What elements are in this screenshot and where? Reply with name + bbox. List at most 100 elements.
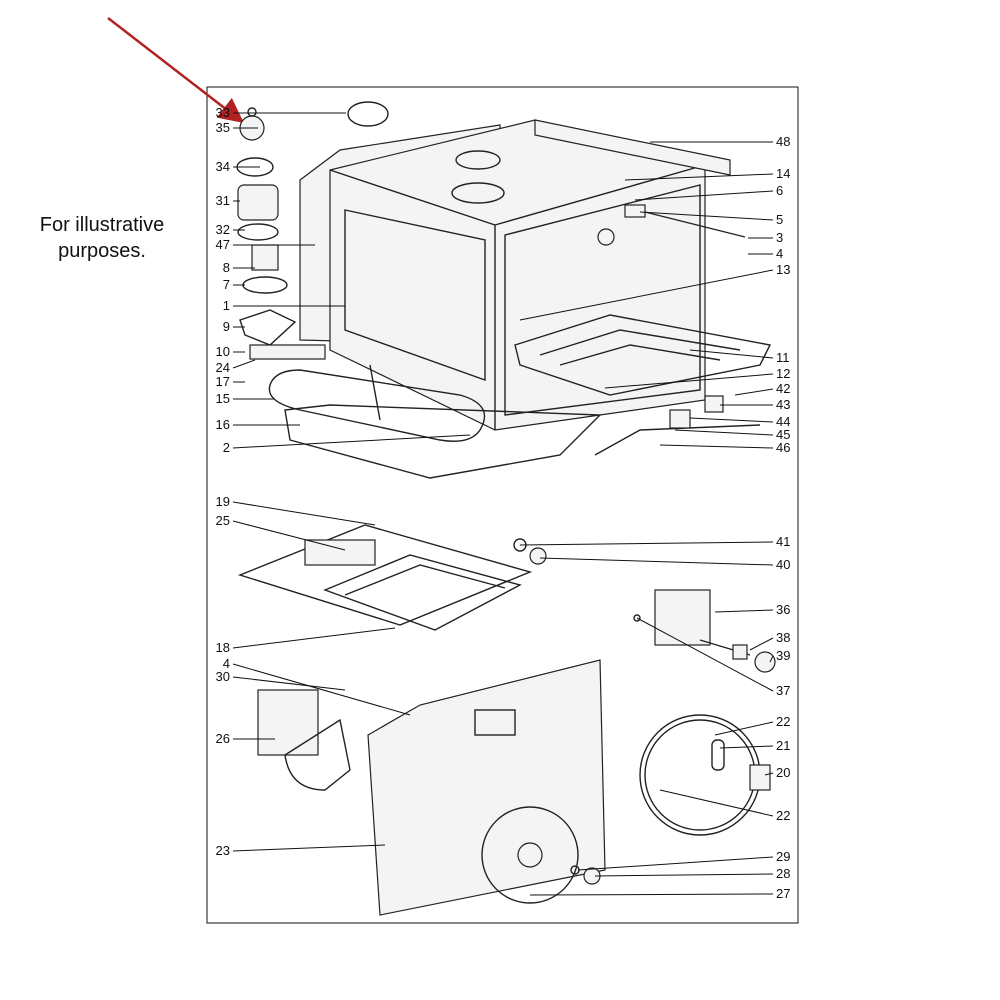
callout-left-2: 34	[216, 159, 230, 174]
lamp-bulb	[247, 107, 257, 117]
leader-right-23	[659, 789, 774, 817]
top-element-loop	[539, 329, 741, 356]
leader-right-21	[719, 745, 774, 749]
callout-right-17: 38	[776, 630, 790, 645]
bottom-plate	[284, 404, 602, 479]
mounting-plate	[239, 309, 297, 346]
callout-left-8: 1	[223, 298, 230, 313]
leader-right-20	[714, 721, 774, 736]
circular-element-inner	[644, 719, 756, 831]
lamp-lens	[529, 547, 547, 565]
callout-right-13: 46	[776, 440, 790, 455]
callout-right-26: 27	[776, 886, 790, 901]
leader-right-9	[734, 388, 774, 396]
grill-element-loop	[344, 564, 506, 596]
leader-left-19	[232, 663, 411, 716]
top-hole-2	[451, 182, 505, 204]
callout-left-0: 33	[216, 105, 230, 120]
callout-right-23: 22	[776, 808, 790, 823]
motor-housing	[284, 718, 351, 791]
circular-element	[639, 714, 761, 836]
side-panel	[344, 209, 486, 381]
callout-left-22: 23	[216, 843, 230, 858]
callout-right-20: 22	[776, 714, 790, 729]
leader-right-24	[577, 856, 774, 871]
callout-left-7: 7	[223, 277, 230, 292]
callout-left-10: 10	[216, 344, 230, 359]
callout-right-12: 45	[776, 427, 790, 442]
callout-right-0: 48	[776, 134, 790, 149]
leader-right-11	[689, 417, 774, 423]
callout-left-1: 35	[216, 120, 230, 135]
grill-plate	[237, 524, 533, 626]
ring-seal	[347, 101, 389, 127]
leader-right-1	[624, 173, 774, 181]
holder-ring	[237, 223, 279, 241]
leader-right-15	[539, 557, 774, 566]
callout-right-24: 29	[776, 849, 790, 864]
callout-right-15: 40	[776, 557, 790, 572]
thermostat-group	[633, 589, 776, 673]
leader-left-17	[232, 520, 346, 551]
leader-right-18	[769, 655, 774, 663]
terminal-block	[624, 204, 646, 218]
top-element	[514, 314, 772, 396]
diagram-border	[206, 86, 799, 924]
leader-left-16	[232, 501, 376, 526]
callout-right-11: 44	[776, 414, 790, 429]
callout-right-6: 13	[776, 262, 790, 277]
callout-right-18: 39	[776, 648, 790, 663]
top-hole-1	[455, 150, 501, 170]
leader-lines	[232, 112, 774, 896]
callout-right-4: 3	[776, 230, 783, 245]
callout-right-25: 28	[776, 866, 790, 881]
callout-left-19: 4	[223, 656, 230, 671]
fan-blade	[481, 806, 579, 904]
leader-right-19	[636, 617, 774, 692]
callout-left-6: 8	[223, 260, 230, 275]
callout-left-16: 19	[216, 494, 230, 509]
probe-wire	[594, 424, 761, 456]
element-terminal	[749, 764, 771, 791]
leader-left-20	[232, 676, 346, 691]
probe-bracket	[669, 409, 691, 429]
back-panel	[367, 659, 606, 916]
thermostat-screw	[633, 614, 641, 622]
callout-left-14: 16	[216, 417, 230, 432]
right-components	[594, 204, 761, 456]
leader-right-14	[519, 541, 774, 546]
leader-right-17	[749, 637, 774, 651]
callout-left-5: 47	[216, 237, 230, 252]
callout-right-22: 20	[776, 765, 790, 780]
thermostat	[654, 589, 711, 646]
callout-right-8: 12	[776, 366, 790, 381]
callout-right-5: 4	[776, 246, 783, 261]
pointer-arrow	[107, 17, 244, 124]
leader-left-22	[232, 844, 386, 852]
callout-right-2: 6	[776, 183, 783, 198]
fan-motor	[257, 689, 319, 756]
leader-left-18	[232, 627, 396, 649]
bottom-element	[268, 369, 486, 442]
callout-right-16: 36	[776, 602, 790, 617]
left-components	[236, 107, 326, 360]
callout-left-4: 32	[216, 222, 230, 237]
illustration-caption: For illustrative purposes.	[22, 212, 182, 264]
callout-labels: 3335343132478719102417151621925184302623…	[216, 105, 791, 901]
callout-right-3: 5	[776, 212, 783, 227]
callout-right-19: 37	[776, 683, 790, 698]
leader-left-11	[232, 359, 256, 369]
grill-element-group	[237, 524, 533, 631]
caption-line-1: For illustrative	[39, 214, 165, 236]
bush	[251, 244, 279, 271]
grill-bracket	[304, 539, 376, 566]
bracket	[249, 344, 326, 360]
top-element-loop-2	[559, 344, 721, 366]
callout-right-9: 42	[776, 381, 790, 396]
element-clip	[711, 739, 725, 771]
callout-left-11: 24	[216, 360, 230, 375]
grill-element	[323, 554, 522, 631]
grommet	[597, 228, 615, 246]
fan-assembly-group	[257, 659, 606, 916]
panel-cutout	[474, 709, 516, 736]
